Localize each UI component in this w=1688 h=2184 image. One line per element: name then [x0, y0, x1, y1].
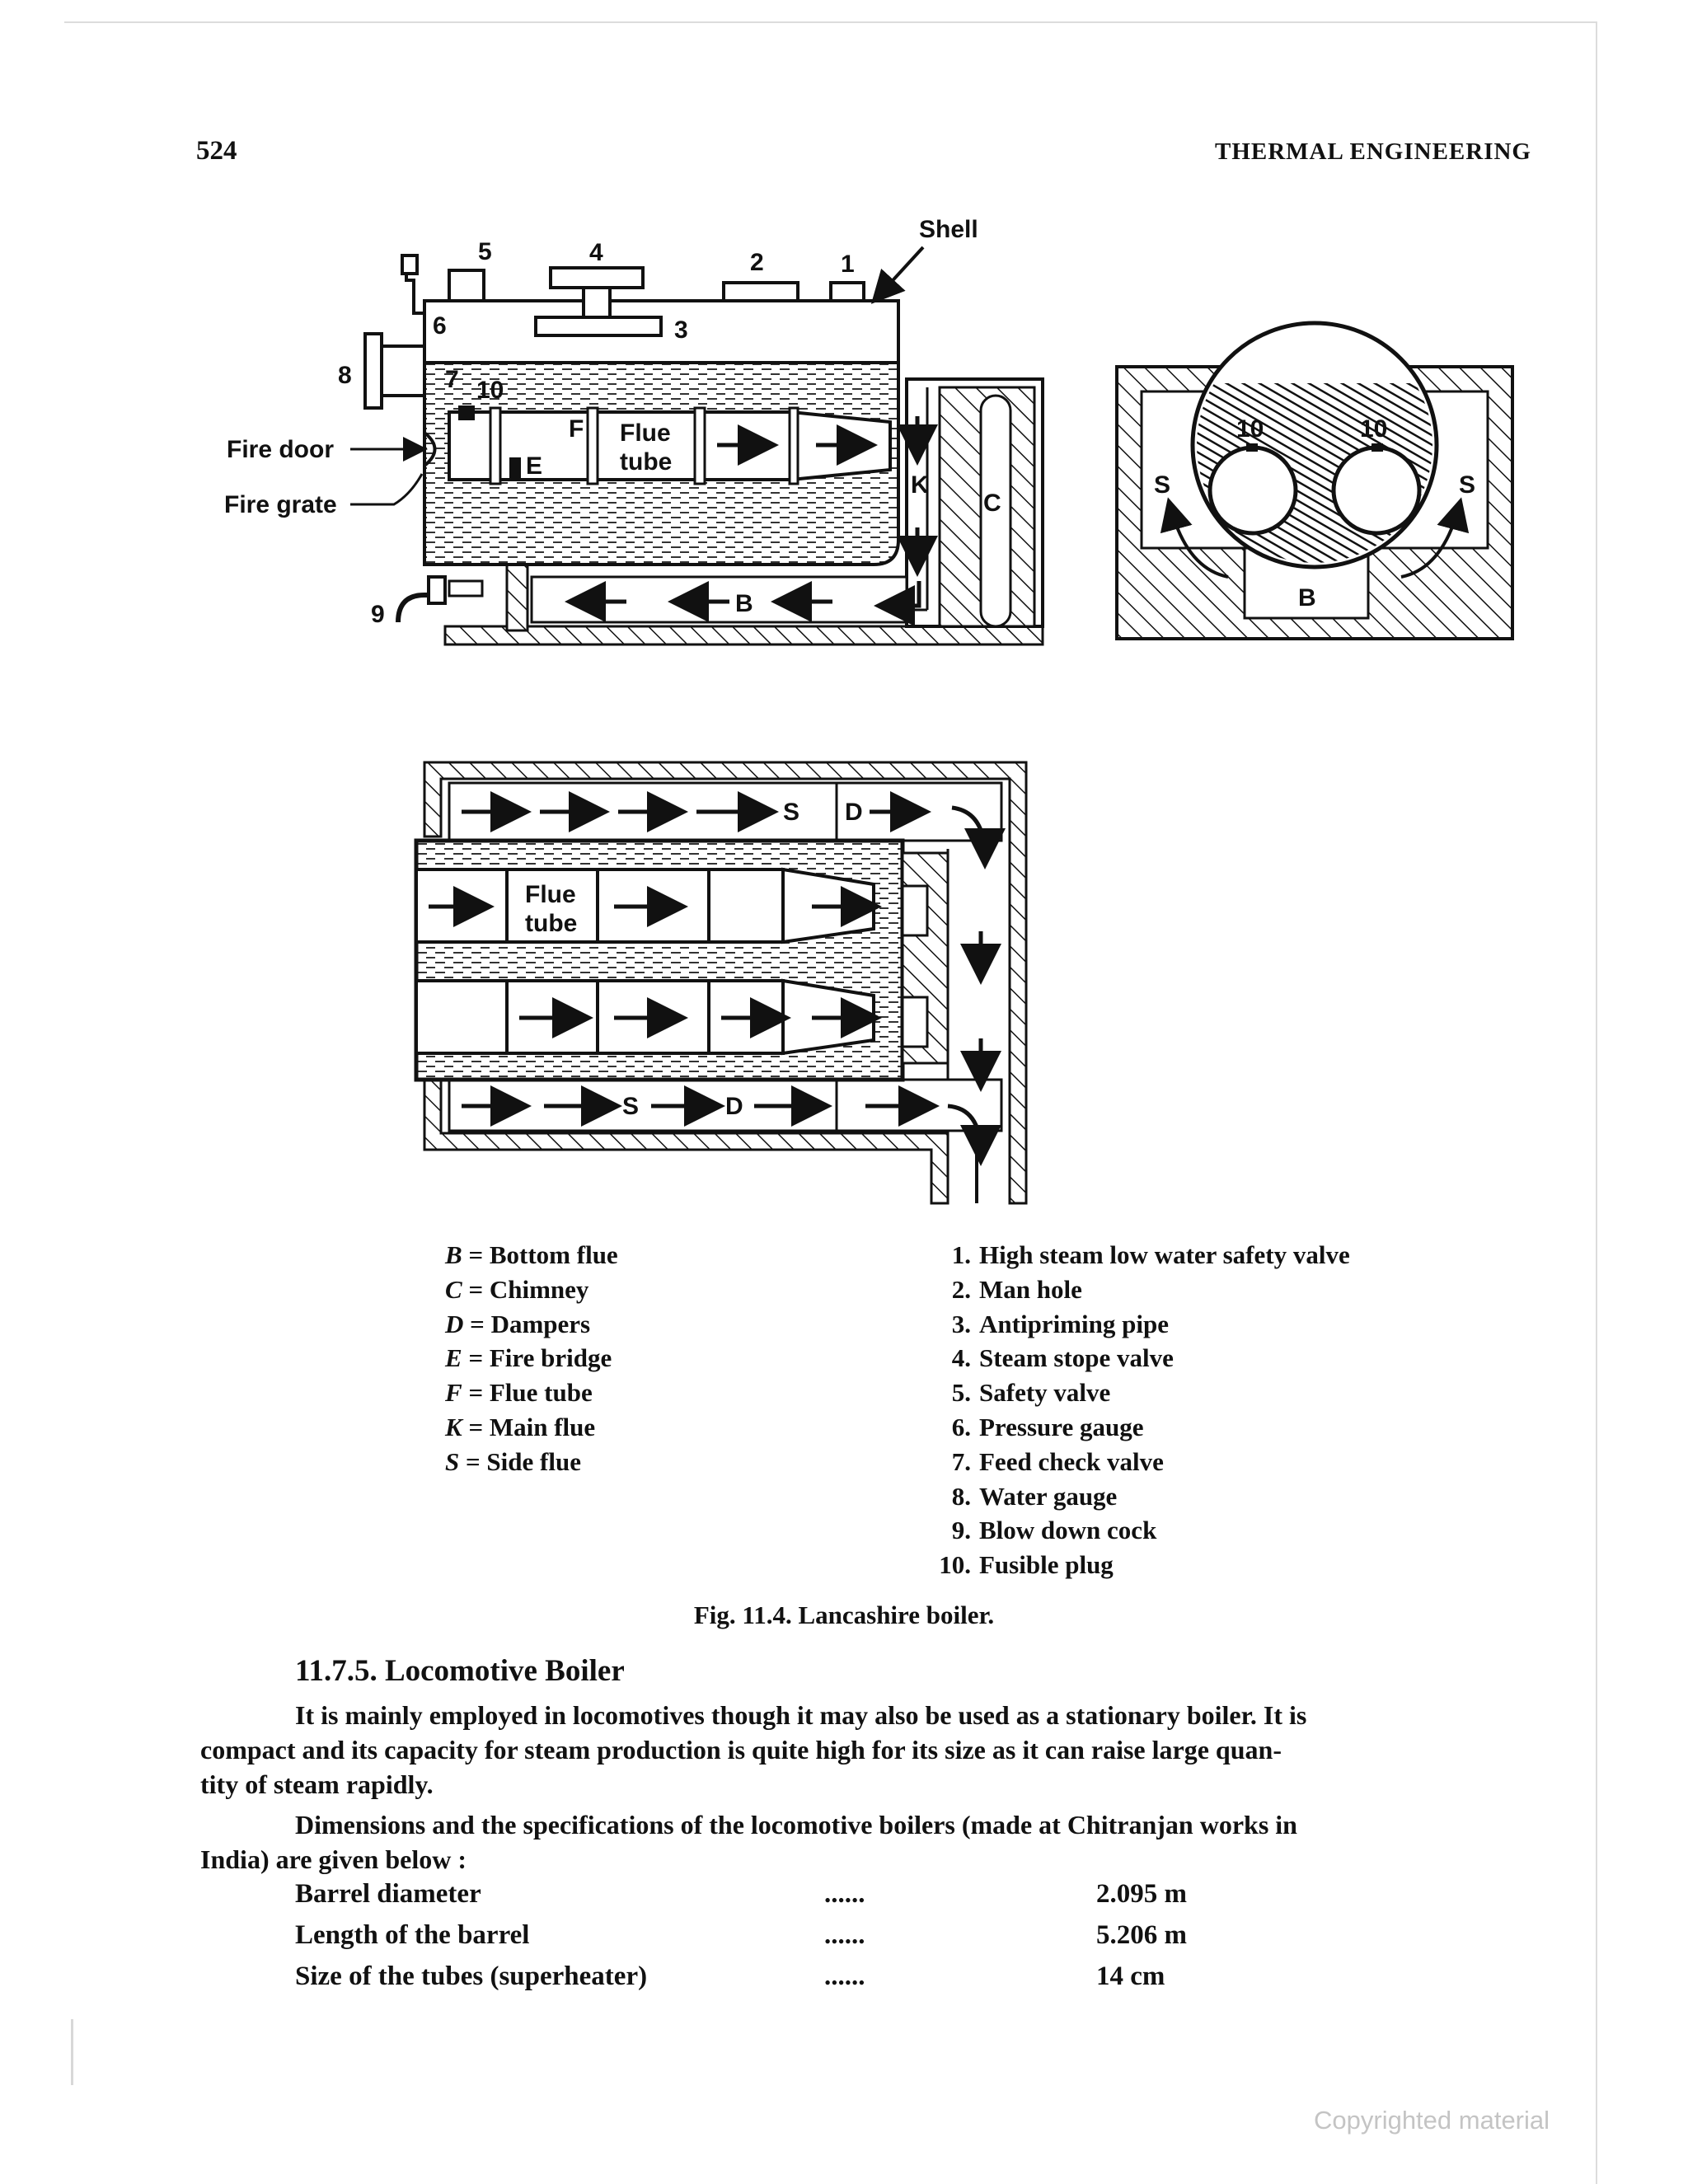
- copyright-watermark: Copyrighted material: [1314, 2106, 1550, 2135]
- label-S-right: S: [1459, 471, 1475, 499]
- legend-item: 6.Pressure gauge: [951, 1412, 1144, 1441]
- label-B-cross: B: [1298, 584, 1316, 612]
- legend-letters: B = Bottom flue C = Chimney D = Dampers …: [445, 1240, 618, 1482]
- page-edge-top: [64, 21, 1597, 23]
- legend-item: 4.Steam stope valve: [951, 1343, 1174, 1373]
- cross-section: 10 10 S S B: [1115, 321, 1514, 640]
- legend-item: 2.Man hole: [951, 1274, 1082, 1304]
- label-3: 3: [674, 316, 688, 344]
- legend-numbers: 1.High steam low water safety valve 2.Ma…: [923, 1240, 1350, 1585]
- spec-name: Size of the tubes (superheater): [295, 1961, 648, 1991]
- legend-item: K = Main flue: [445, 1412, 596, 1441]
- spec-value: 14 cm: [1096, 1961, 1165, 1991]
- spec-value: 2.095 m: [1096, 1879, 1187, 1909]
- side-elevation: Shell 1 2 3 4 5 6 7 8 9 10 Fire door Fir…: [224, 216, 1044, 646]
- label-K: K: [911, 471, 929, 499]
- lancashire-boiler-figure: Shell 1 2 3 4 5 6 7 8 9 10 Fire door Fir…: [224, 216, 1514, 1205]
- legend-item: 3.Antipriming pipe: [951, 1309, 1169, 1338]
- label-flue-plan: Flue: [525, 881, 576, 908]
- label-tube: tube: [620, 448, 672, 476]
- label-4: 4: [589, 239, 603, 266]
- figure-caption: Fig. 11.4. Lancashire boiler.: [693, 1601, 995, 1629]
- label-D-top: D: [845, 799, 863, 826]
- plan-view: S D Flue tube S D: [414, 761, 1028, 1205]
- spec-name: Barrel diameter: [295, 1879, 481, 1909]
- section-heading: 11.7.5. Locomotive Boiler: [295, 1654, 625, 1688]
- label-E: E: [526, 452, 542, 480]
- legend-item: 1.High steam low water safety valve: [951, 1240, 1350, 1269]
- label-10-left: 10: [1236, 415, 1264, 443]
- page-number: 524: [196, 136, 237, 166]
- label-D-bottom: D: [725, 1093, 743, 1120]
- label-fire-door: Fire door: [227, 436, 334, 463]
- label-fire-grate: Fire grate: [224, 491, 337, 518]
- label-S-bottom: S: [622, 1093, 639, 1120]
- spec-dots: ......: [824, 1879, 865, 1909]
- legend-item: D = Dampers: [445, 1309, 591, 1338]
- label-B: B: [735, 590, 753, 617]
- label-shell: Shell: [919, 216, 978, 243]
- legend-item: 8.Water gauge: [951, 1481, 1118, 1511]
- page-edge-left: [71, 2019, 73, 2085]
- label-S-top: S: [783, 799, 799, 826]
- label-6: 6: [433, 312, 447, 340]
- label-F: F: [569, 415, 584, 443]
- legend-item: 10.Fusible plug: [939, 1550, 1114, 1580]
- spec-dots: ......: [824, 1920, 865, 1950]
- legend-item: S = Side flue: [445, 1446, 581, 1476]
- spec-dots: ......: [824, 1961, 865, 1991]
- page-edge-right: [1596, 21, 1597, 2184]
- label-flue: Flue: [620, 419, 671, 447]
- label-10-right: 10: [1360, 415, 1387, 443]
- label-8: 8: [338, 362, 352, 389]
- spec-value: 5.206 m: [1096, 1920, 1187, 1950]
- label-10: 10: [476, 377, 504, 404]
- legend-item: 7.Feed check valve: [951, 1446, 1164, 1476]
- legend-item: E = Fire bridge: [445, 1343, 612, 1373]
- legend-item: B = Bottom flue: [445, 1240, 618, 1269]
- legend-item: 5.Safety valve: [951, 1378, 1111, 1408]
- legend-item: F = Flue tube: [445, 1378, 593, 1408]
- label-5: 5: [478, 238, 492, 265]
- label-S-left: S: [1154, 471, 1170, 499]
- running-title: THERMAL ENGINEERING: [1215, 138, 1531, 165]
- legend-item: 9.Blow down cock: [951, 1516, 1157, 1545]
- legend-item: C = Chimney: [445, 1274, 589, 1304]
- label-C: C: [983, 490, 1001, 517]
- label-7: 7: [445, 366, 459, 393]
- label-tube-plan: tube: [525, 910, 577, 937]
- label-9: 9: [371, 601, 385, 628]
- label-2: 2: [750, 249, 764, 276]
- paragraph-2: Dimensions and the specifications of the…: [200, 1810, 1297, 1874]
- label-1: 1: [841, 251, 855, 278]
- paragraph-1: It is mainly employed in locomotives tho…: [200, 1700, 1307, 1799]
- spec-name: Length of the barrel: [295, 1920, 530, 1950]
